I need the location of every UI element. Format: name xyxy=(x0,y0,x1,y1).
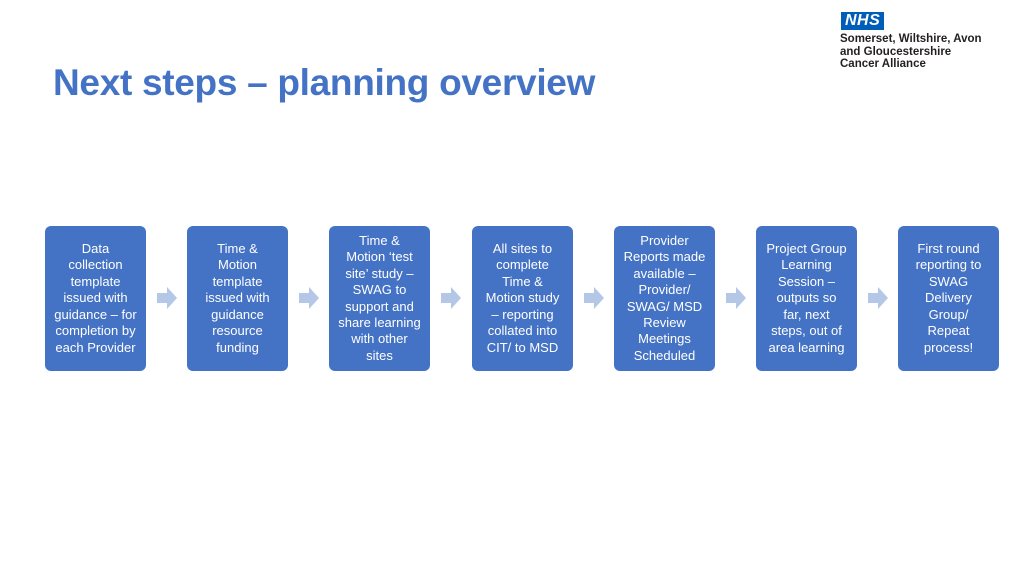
step-box: Data collection template issued with gui… xyxy=(45,226,146,371)
right-arrow-icon xyxy=(726,287,746,309)
step-box: First round reporting to SWAG Delivery G… xyxy=(898,226,999,371)
org-name-line-3: Cancer Alliance xyxy=(840,58,926,70)
nhs-badge: NHS xyxy=(841,12,885,30)
step-label: Time & Motion ‘test site’ study – SWAG t… xyxy=(338,232,421,363)
step-label: Time & Motion template issued with guida… xyxy=(205,241,270,355)
right-arrow-icon xyxy=(584,287,604,309)
step-box: Project Group Learning Session – outputs… xyxy=(756,226,857,371)
step-label: Data collection template issued with gui… xyxy=(54,241,137,355)
page-title: Next steps – planning overview xyxy=(53,62,596,103)
step-label: Project Group Learning Session – outputs… xyxy=(766,241,847,355)
step-box: Time & Motion template issued with guida… xyxy=(187,226,288,371)
nhs-logo: NHS Somerset, Wiltshire, Avon and Glouce… xyxy=(840,12,1010,71)
step-label: Provider Reports made available – Provid… xyxy=(623,232,706,363)
step-box: Provider Reports made available – Provid… xyxy=(614,226,715,371)
right-arrow-icon xyxy=(299,287,319,309)
right-arrow-icon xyxy=(868,287,888,309)
org-name-line-2: and Gloucestershire xyxy=(840,45,952,58)
right-arrow-icon xyxy=(157,287,177,309)
step-label: All sites to complete Time & Motion stud… xyxy=(485,241,560,355)
org-name-line-1: Somerset, Wiltshire, Avon xyxy=(840,33,982,45)
step-label: First round reporting to SWAG Delivery G… xyxy=(915,241,982,355)
step-box: Time & Motion ‘test site’ study – SWAG t… xyxy=(329,226,430,371)
step-box: All sites to complete Time & Motion stud… xyxy=(472,226,573,371)
right-arrow-icon xyxy=(441,287,461,309)
